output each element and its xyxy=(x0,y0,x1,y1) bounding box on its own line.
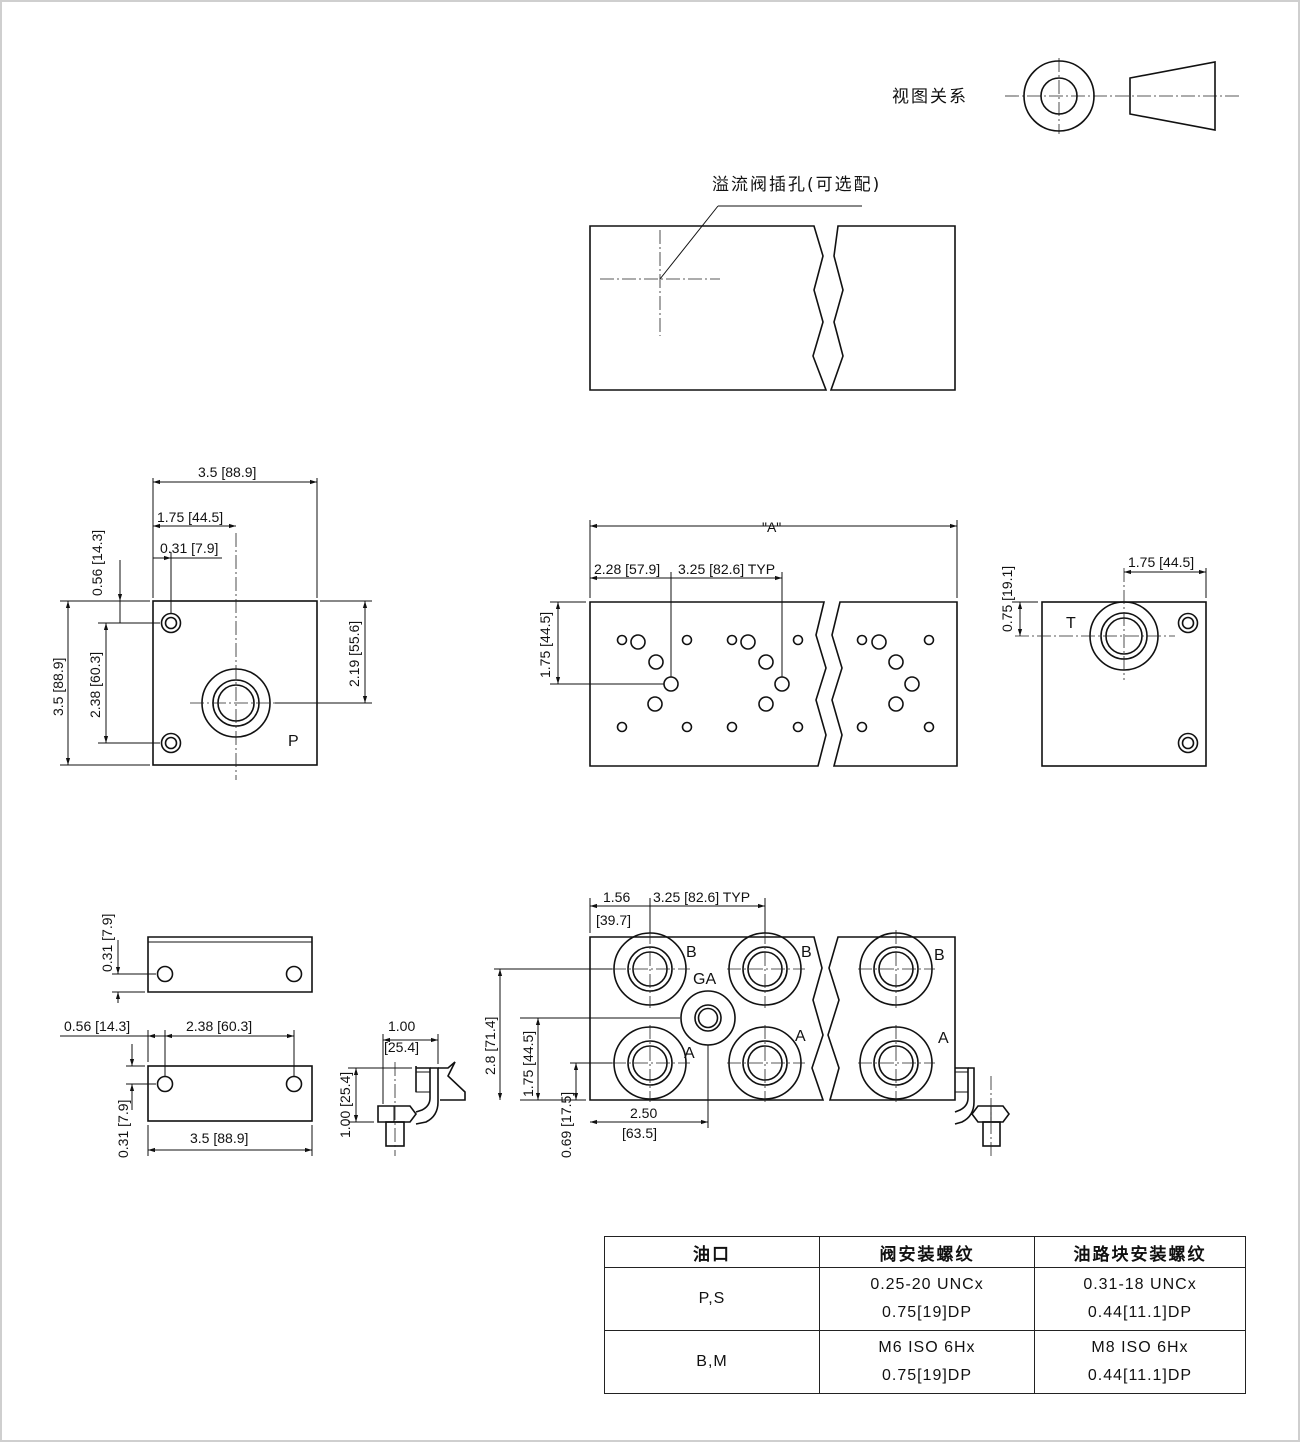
dim-port-offset: 1.75 [44.5] xyxy=(157,509,223,525)
dim-bracket-width: 3.5 [88.9] xyxy=(190,1130,248,1146)
front-view: "A" 2.28 [57.9] 3.25 [82.6] TYP 1.75 [44… xyxy=(537,519,958,767)
cell-valve-thread: 0.25-20 UNCx 0.75[19]DP xyxy=(819,1267,1035,1331)
dim-bracket-edge-offset: 0.56 [14.3] xyxy=(64,1018,130,1034)
port-label-p: P xyxy=(288,733,299,750)
view-relation-symbol: 视图关系 xyxy=(892,58,1240,134)
dim-foot-width-a: 1.00 xyxy=(388,1018,415,1034)
valve-thread-depth: 0.75[19]DP xyxy=(881,1367,973,1384)
left-end-view: P 3.5 [88.9] 1.75 [44.5] 0.31 [7.9] 0.56… xyxy=(50,464,372,780)
dim-bottom-height-mid: 1.75 [44.5] xyxy=(520,1031,536,1097)
dim-station-pitch: 3.25 [82.6] TYP xyxy=(678,561,775,577)
dim-hole-spacing: 2.38 [60.3] xyxy=(87,652,103,718)
dim-bottom-first-station-b: [39.7] xyxy=(596,912,631,928)
cell-block-thread: M8 ISO 6Hx 0.44[11.1]DP xyxy=(1034,1330,1246,1394)
relief-valve-callout: 溢流阀插孔(可选配) xyxy=(712,175,881,195)
valve-thread-spec: M6 ISO 6Hx xyxy=(878,1339,976,1356)
block-thread-spec: 0.31-18 UNCx xyxy=(1083,1276,1197,1293)
block-thread-depth: 0.44[11.1]DP xyxy=(1087,1367,1193,1384)
dim-hole-offset: 0.31 [7.9] xyxy=(160,540,218,556)
port-label-b1: B xyxy=(686,944,697,961)
valve-thread-depth: 0.75[19]DP xyxy=(881,1304,973,1321)
dim-ga-offset-a: 2.50 xyxy=(630,1105,657,1121)
cell-port: P,S xyxy=(604,1267,820,1331)
dim-hole-height: 1.75 [44.5] xyxy=(537,612,553,678)
dim-height: 3.5 [88.9] xyxy=(50,658,66,716)
thread-spec-table: 油口 阀安装螺纹 油路块安装螺纹 P,S 0.25-20 UNCx 0.75[19… xyxy=(604,1236,1246,1394)
dim-bottom-first-station-a: 1.56 xyxy=(603,889,630,905)
dim-first-station: 2.28 [57.9] xyxy=(594,561,660,577)
port-label-a1: A xyxy=(684,1045,695,1062)
front-view-holes xyxy=(616,634,935,733)
dim-ga-offset-b: [63.5] xyxy=(622,1125,657,1141)
dim-bracket-top-thickness: 0.31 [7.9] xyxy=(99,914,115,972)
right-end-view: T 1.75 [44.5] 0.75 [19.1] xyxy=(999,554,1207,767)
cell-valve-thread: M6 ISO 6Hx 0.75[19]DP xyxy=(819,1330,1035,1394)
dim-right-offset: 1.75 [44.5] xyxy=(1128,554,1194,570)
cell-port: B,M xyxy=(604,1330,820,1394)
cell-block-thread: 0.31-18 UNCx 0.44[11.1]DP xyxy=(1034,1267,1246,1331)
dim-top-offset: 0.56 [14.3] xyxy=(89,530,105,596)
dim-bottom-height-low: 0.69 [17.5] xyxy=(558,1092,574,1158)
bracket-top-view: 0.31 [7.9] xyxy=(99,914,313,1003)
header-block-thread: 油路块安装螺纹 xyxy=(1034,1236,1246,1268)
valve-thread-spec: 0.25-20 UNCx xyxy=(870,1276,984,1293)
block-thread-depth: 0.44[11.1]DP xyxy=(1087,1304,1193,1321)
table-row: B,M M6 ISO 6Hx 0.75[19]DP M8 ISO 6Hx 0.44[… xyxy=(604,1330,1246,1394)
bracket-side-view: 1.00 [25.4] 1.00 [25.4] xyxy=(337,1018,466,1156)
dim-port-height: 2.19 [55.6] xyxy=(346,621,362,687)
port-label-b3: B xyxy=(934,947,945,964)
dim-foot-width-b: [25.4] xyxy=(384,1039,419,1055)
bracket-front-view: 0.56 [14.3] 2.38 [60.3] 0.31 [7.9] 3.5 [… xyxy=(60,1018,313,1158)
dim-width: 3.5 [88.9] xyxy=(198,464,256,480)
dim-bottom-pitch: 3.25 [82.6] TYP xyxy=(653,889,750,905)
block-thread-spec: M8 ISO 6Hx xyxy=(1091,1339,1189,1356)
port-label-t: T xyxy=(1066,615,1076,632)
header-valve-thread: 阀安装螺纹 xyxy=(819,1236,1035,1268)
dim-right-top-offset: 0.75 [19.1] xyxy=(999,566,1015,632)
header-port: 油口 xyxy=(604,1236,820,1268)
top-view: 溢流阀插孔(可选配) xyxy=(589,175,956,391)
view-relation-label: 视图关系 xyxy=(892,87,968,107)
dim-foot-height: 1.00 [25.4] xyxy=(337,1072,353,1138)
bottom-view: B B B GA A A A 1.56 [39.7] 3.25 [82.6] T… xyxy=(482,889,1010,1158)
bottom-view-ports xyxy=(613,932,933,1100)
port-label-a2: A xyxy=(795,1028,806,1045)
dim-bracket-thickness: 0.31 [7.9] xyxy=(115,1100,131,1158)
port-label-a3: A xyxy=(938,1030,949,1047)
dim-bottom-height-total: 2.8 [71.4] xyxy=(482,1017,498,1075)
dim-bracket-hole-spacing: 2.38 [60.3] xyxy=(186,1018,252,1034)
table-header-row: 油口 阀安装螺纹 油路块安装螺纹 xyxy=(604,1236,1246,1268)
port-label-ga: GA xyxy=(693,971,716,988)
port-label-b2: B xyxy=(801,944,812,961)
dim-overall-length: "A" xyxy=(762,519,781,535)
